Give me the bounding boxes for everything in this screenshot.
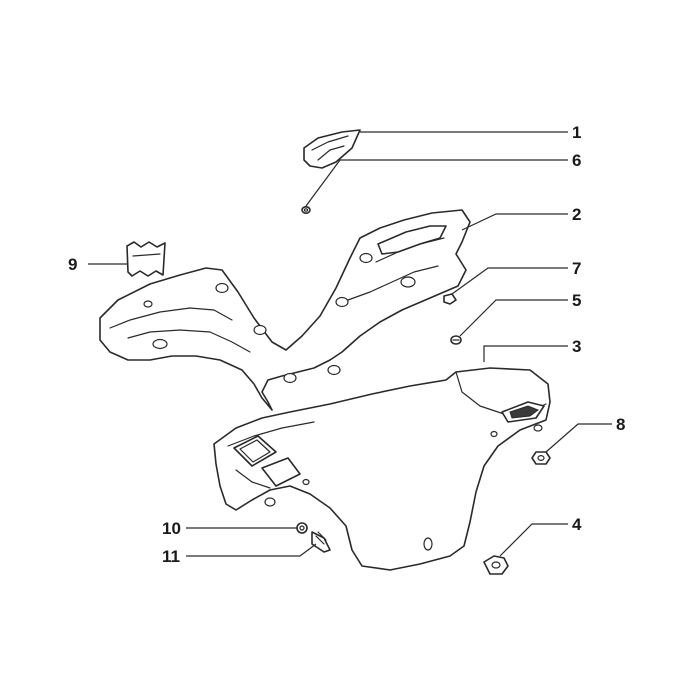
part-1-cover-piece [303,129,361,169]
part-3-front-handlebar-cover [213,367,551,571]
leader-4 [499,523,568,557]
callout-labels: 1 6 2 9 7 5 3 8 10 4 11 [68,123,625,566]
leader-5 [459,299,568,337]
part-5-screw [450,335,462,345]
leader-3 [483,345,568,362]
callout-4: 4 [572,515,582,534]
part-4-large-screw [483,555,509,575]
callout-8: 8 [616,415,625,434]
callout-7: 7 [572,259,581,278]
leader-11 [186,543,317,557]
leader-lines [88,131,612,557]
part-6-grommet [301,206,311,215]
callout-1: 1 [572,123,581,142]
callout-11: 11 [162,547,180,566]
part-8-screw [531,451,551,465]
leader-7 [451,267,568,295]
part-10-washer [296,522,308,534]
part-7-clip [443,293,457,305]
part-9-foam-pad [126,241,166,277]
callout-3: 3 [572,337,581,356]
callout-6: 6 [572,151,581,170]
callout-5: 5 [572,291,581,310]
leader-8 [545,423,612,453]
leader-2 [461,213,568,231]
callout-9: 9 [68,255,77,274]
callout-2: 2 [572,205,581,224]
leader-6 [305,159,568,207]
part-11-bolt [311,531,331,553]
part-2-rear-handlebar-cover [99,209,471,411]
callout-10: 10 [162,519,181,538]
